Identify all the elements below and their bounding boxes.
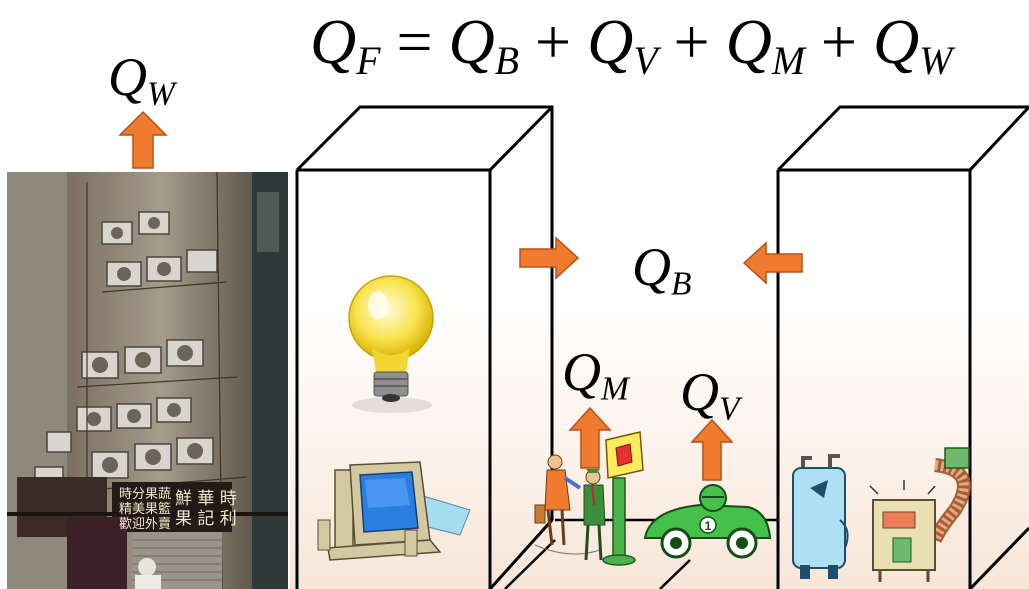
shop-sign-large: 鮮 華 時 果 記 利: [175, 489, 237, 529]
shop-sign-right: 果 記 利: [175, 508, 237, 529]
heat-arrow-left-qb: [742, 241, 803, 285]
building-ac-photo: 時分果蔬 精美果籃 歡迎外賣 鮮 華 時 果 記 利: [7, 172, 288, 589]
shop-sign-line-1: 時分果蔬: [119, 487, 172, 502]
race-car-icon: 1: [643, 484, 772, 559]
shop-sign-line-2: 精美果籃: [119, 501, 172, 517]
eq-term-3-symbol: Q: [725, 6, 772, 77]
label-qv-symbol: Q: [680, 362, 719, 422]
lightbulb-icon: [348, 275, 434, 413]
eq-equals-sign: =: [396, 6, 433, 77]
label-qm: QM: [562, 345, 629, 406]
eq-term-4-symbol: Q: [873, 6, 920, 77]
eq-term-4-subscript: W: [919, 39, 953, 84]
furnace-icon: [869, 447, 971, 582]
water-heater-icon: [792, 454, 849, 579]
eq-term-3-subscript: M: [771, 39, 805, 84]
label-qw-symbol: Q: [108, 47, 147, 107]
heat-arrow-up-qw: [118, 110, 168, 169]
label-qv: QV: [680, 365, 739, 426]
eq-plus-2: +: [673, 6, 710, 77]
race-car-number: 1: [705, 519, 712, 533]
eq-lhs-symbol: Q: [310, 6, 357, 77]
shop-sign-line-3: 歡迎外賣: [119, 516, 172, 532]
heat-arrow-up-qm: [568, 406, 612, 469]
shop-sign-left: 鮮 華 時: [175, 489, 237, 509]
label-qw: QW: [108, 50, 175, 111]
label-qm-subscript: M: [601, 370, 629, 408]
label-qb-subscript: B: [671, 265, 692, 303]
eq-plus-3: +: [820, 6, 858, 77]
heat-arrow-up-qv: [690, 418, 734, 481]
eq-plus-1: +: [535, 6, 572, 77]
pedestrians-icon: [534, 454, 606, 561]
heat-balance-equation: QF = QB + QV + QM + QW: [310, 10, 952, 82]
label-qm-symbol: Q: [562, 342, 601, 402]
traffic-sign-icon: [602, 431, 644, 566]
eq-term-1-subscript: B: [494, 39, 519, 84]
eq-lhs-subscript: F: [356, 39, 381, 84]
label-qb: QB: [632, 240, 691, 301]
left-building: [295, 105, 554, 589]
right-building: [776, 105, 1029, 589]
label-qv-subscript: V: [719, 390, 740, 428]
eq-term-2-subscript: V: [633, 39, 658, 84]
heat-arrow-right-qb: [519, 236, 580, 280]
label-qw-subscript: W: [147, 75, 175, 113]
label-qb-symbol: Q: [632, 237, 671, 297]
eq-term-1-symbol: Q: [448, 6, 495, 77]
eq-term-2-symbol: Q: [587, 6, 634, 77]
shop-sign-small: 時分果蔬 精美果籃 歡迎外賣: [119, 487, 172, 533]
computer-icon: [317, 461, 471, 561]
